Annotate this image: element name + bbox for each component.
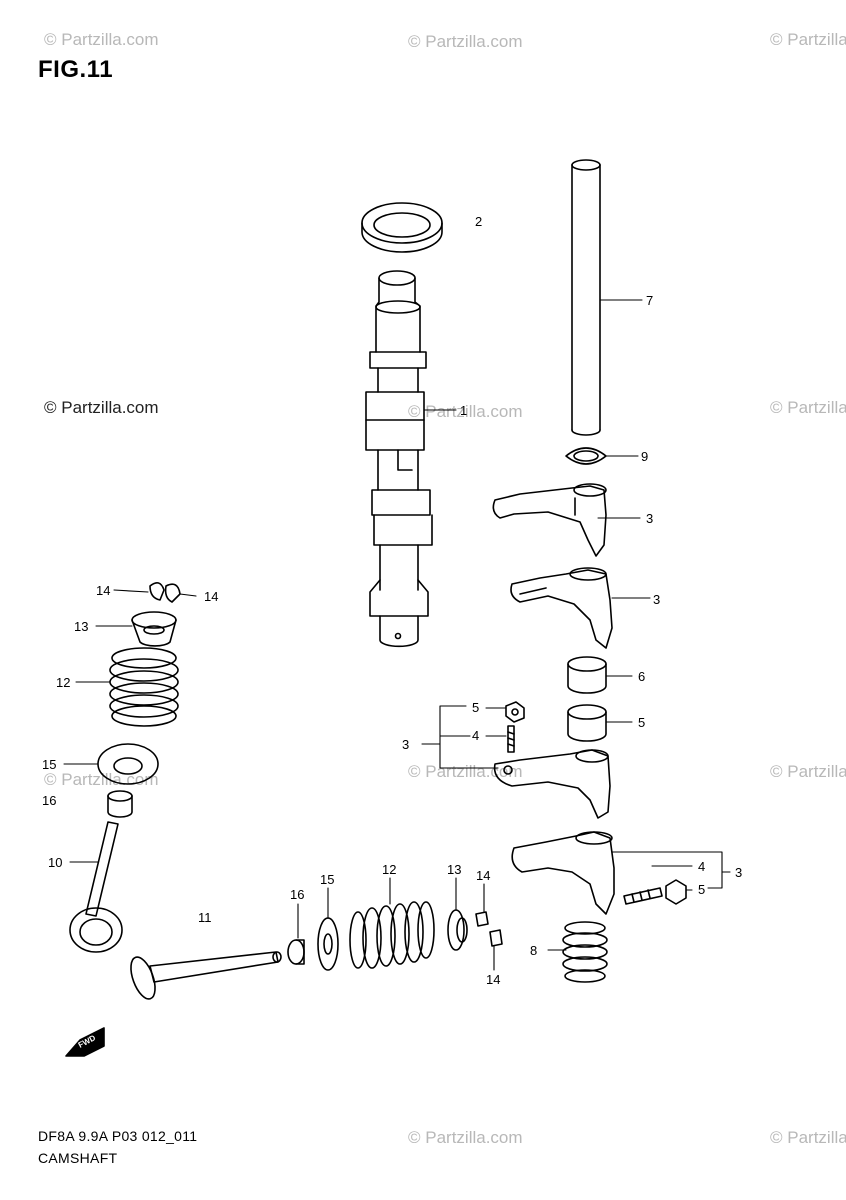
callout-14: 14 — [476, 868, 490, 883]
callout-11: 11 — [198, 910, 212, 925]
callout-2: 2 — [475, 214, 482, 229]
callout-13: 13 — [74, 619, 88, 634]
spring-retainer-part — [131, 611, 177, 647]
lock-nut-part — [505, 701, 525, 723]
valve-part — [69, 821, 123, 953]
valve-spring-part — [109, 647, 179, 727]
valve-stem-seal-part — [287, 939, 305, 965]
bushing-part — [567, 656, 607, 694]
callout-10: 10 — [48, 855, 62, 870]
rocker-shaft-part — [571, 159, 601, 436]
diagram-name: CAMSHAFT — [38, 1150, 118, 1166]
callout-14: 14 — [486, 972, 500, 987]
watermark: © Partzilla.com — [408, 402, 523, 421]
rocker-arm-part — [511, 831, 615, 915]
watermark: © Partzilla.com — [44, 30, 159, 49]
watermark: © Partzilla.com — [408, 1128, 523, 1147]
valve-cotter-part — [475, 911, 503, 947]
watermark: © Partzilla.com — [44, 398, 159, 417]
figure-title: FIG.11 — [38, 56, 114, 83]
adjusting-screw-part — [507, 725, 515, 753]
rocker-arm-part — [510, 567, 613, 649]
callout-15: 15 — [42, 757, 56, 772]
callout-9: 9 — [641, 449, 648, 464]
watermark: © Partzilla.com — [770, 30, 846, 49]
lock-nut-part — [665, 879, 687, 905]
valve-cotter-part — [149, 582, 181, 603]
valve-stem-seal-part — [107, 790, 133, 818]
callout-3: 3 — [646, 511, 653, 526]
callout-12: 12 — [382, 862, 396, 877]
bushing-part — [567, 704, 607, 742]
callout-4: 4 — [472, 728, 479, 743]
spring-part — [562, 921, 608, 983]
callout-6: 5 — [638, 715, 645, 730]
callout-16: 16 — [290, 887, 304, 902]
callout-12: 12 — [56, 675, 70, 690]
callout-1: 1 — [460, 403, 467, 418]
callout-14: 14 — [96, 583, 110, 598]
callout-14: 14 — [204, 589, 218, 604]
callout-13: 13 — [447, 862, 461, 877]
callout-6: 6 — [638, 669, 645, 684]
oil-seal-part — [361, 202, 443, 253]
valve-part — [130, 951, 282, 1000]
diagram-code: DF8A 9.9A P03 012_011 — [38, 1128, 198, 1144]
callout-3: 3 — [653, 592, 660, 607]
rocker-arm-part — [492, 483, 607, 557]
spring-seat-washer-part — [317, 917, 339, 971]
callout-3: 3 — [735, 865, 742, 880]
rocker-arm-part — [493, 749, 611, 819]
adjusting-screw-part — [623, 887, 663, 905]
callout-8: 8 — [530, 943, 537, 958]
wave-washer-part — [565, 447, 607, 465]
watermark: © Partzilla.com — [408, 32, 523, 51]
callout-3: 3 — [402, 737, 409, 752]
watermark: © Partzilla.com — [770, 398, 846, 417]
callout-5: 5 — [698, 882, 705, 897]
callout-4: 4 — [698, 859, 705, 874]
forward-arrow-icon — [65, 1027, 105, 1057]
spring-seat-washer-part — [97, 743, 159, 785]
leader-lines — [63, 299, 731, 971]
callout-15: 15 — [320, 872, 334, 887]
callout-labels: 1 2 3 3 3 3 4 4 5 5 6 5 7 8 9 10 11 12 1… — [42, 214, 742, 1050]
watermark: © Partzilla.com — [770, 762, 846, 781]
watermark: © Partzilla.com — [770, 1128, 846, 1147]
callout-7: 7 — [646, 293, 653, 308]
camshaft-part — [365, 270, 433, 648]
spring-retainer-part — [447, 909, 468, 951]
callout-5: 5 — [472, 700, 479, 715]
callout-16: 16 — [42, 793, 56, 808]
valve-spring-part — [349, 901, 435, 969]
